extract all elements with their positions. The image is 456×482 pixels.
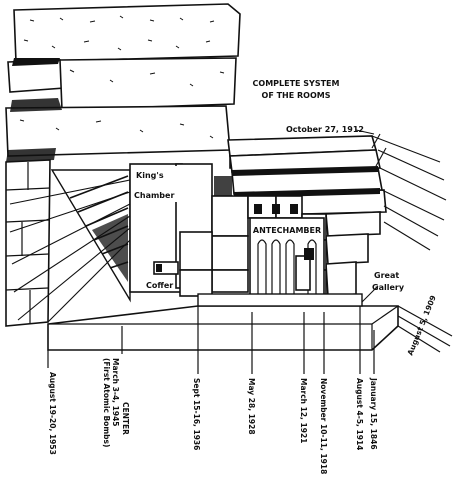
great-gallery-label-1: Great: [374, 271, 399, 280]
date-label-1945-note: (First Atomic Bombs): [102, 358, 111, 447]
october-leader: [355, 129, 375, 135]
date-label-1921: March 12, 1921: [299, 378, 308, 443]
date-label-1953: August 19-20, 1953: [48, 372, 57, 455]
left-masonry: [5, 159, 51, 327]
great-gallery-leader: [361, 285, 379, 303]
antechamber-label-bg: [254, 224, 320, 236]
date-label-1936: Sept 15-16, 1936: [192, 378, 201, 450]
coffer: [153, 261, 179, 275]
antechamber-label: ANTECHAMBER: [253, 226, 321, 235]
floor-slab: [47, 293, 453, 353]
kings-chamber-label-1: King's: [136, 171, 164, 180]
date-label-1918: November 10-11, 1918: [319, 378, 328, 474]
timeline-ticks: [47, 306, 375, 374]
title-line-2: OF THE ROOMS: [262, 91, 331, 100]
date-label-1914: August 4-5, 1914: [355, 378, 364, 450]
center-header: CENTER: [121, 402, 130, 435]
date-label-1945: March 3-4, 1945: [111, 358, 120, 427]
top-date-label: October 27, 1912: [286, 125, 364, 134]
gallery-lines: [371, 133, 447, 251]
kings-label-bg: [132, 166, 178, 202]
coffer-label: Coffer: [146, 281, 173, 290]
kings-chamber-label-2: Chamber: [134, 191, 174, 200]
great-gallery-label-2: Gallery: [372, 283, 405, 292]
date-label-1846: January 15, 1846: [369, 377, 378, 450]
title-line-1: COMPLETE SYSTEM: [253, 79, 340, 88]
kings-fan-lines: [9, 179, 131, 323]
date-label-1928: May 28, 1928: [247, 378, 256, 435]
